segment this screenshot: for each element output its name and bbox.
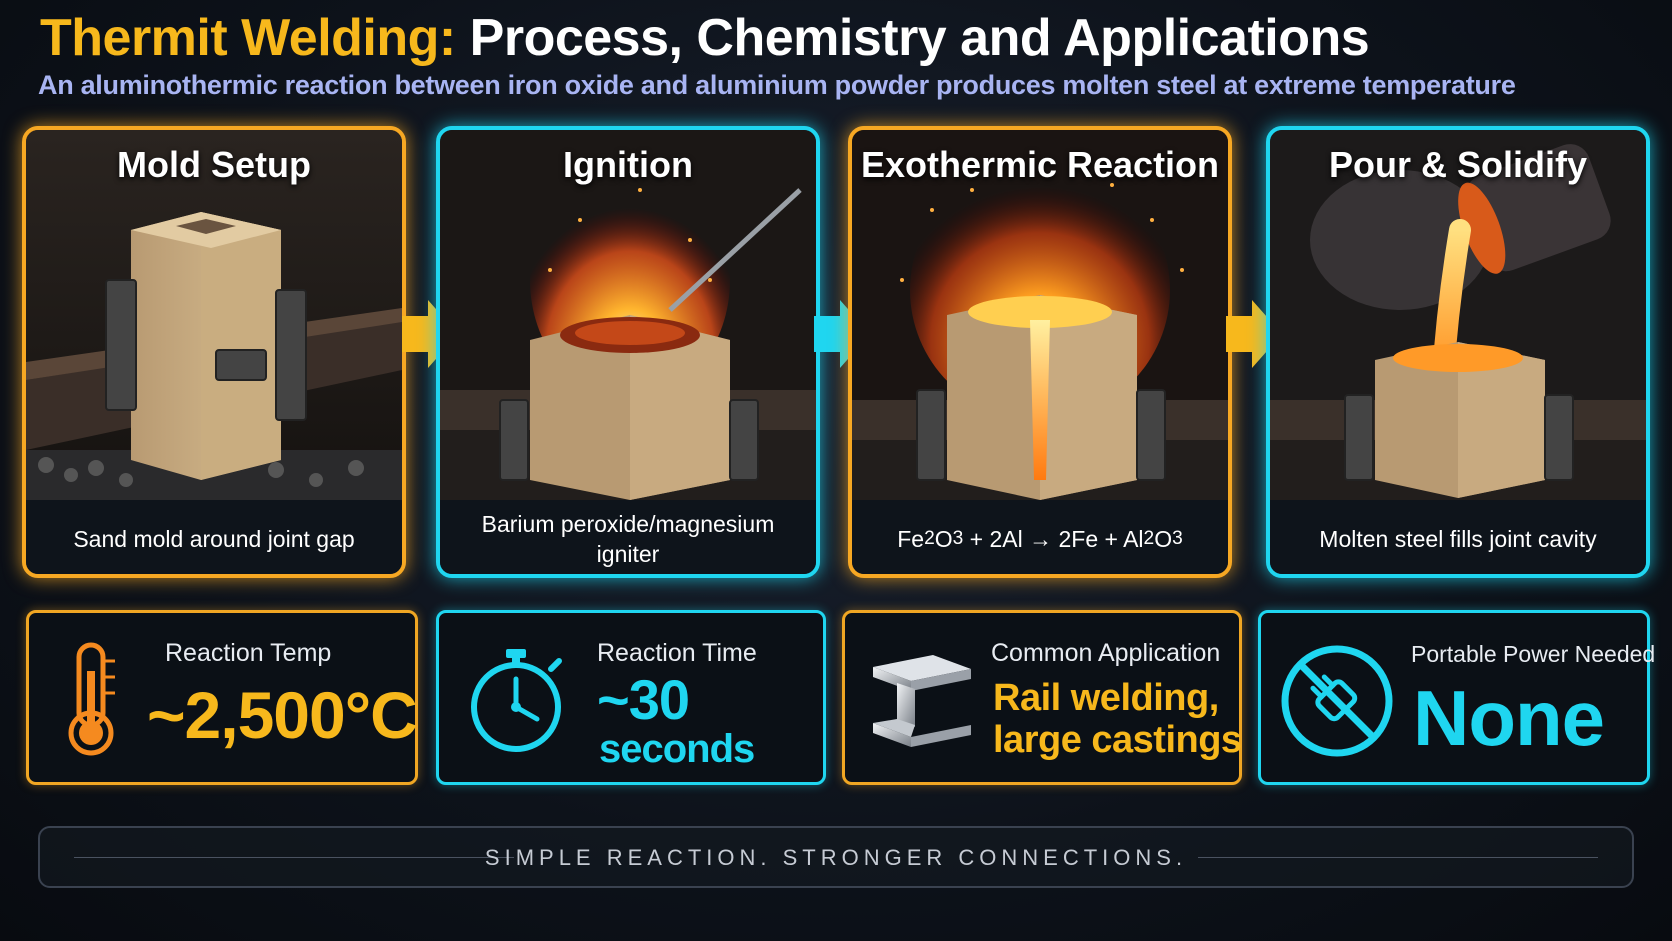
page-subtitle: An aluminothermic reaction between iron … xyxy=(38,70,1516,100)
equation-subscript: 3 xyxy=(952,528,964,549)
footer-banner: SIMPLE REACTION. STRONGER CONNECTIONS. xyxy=(38,826,1634,888)
equation-subscript: 2 xyxy=(1143,528,1155,549)
stopwatch-icon xyxy=(471,649,562,752)
footer-divider-left xyxy=(74,857,514,858)
equation-part: + 2Al → 2Fe + Al xyxy=(963,526,1144,552)
step-caption: Barium peroxide/magnesium igniter xyxy=(440,500,816,574)
stat-label: Common Application xyxy=(991,639,1221,667)
step-card-mold-setup: Mold Setup Sand mold around joint gap xyxy=(22,126,406,578)
arrow-right-icon xyxy=(814,300,870,368)
page-title: Thermit Welding: Process, Chemistry and … xyxy=(40,8,1370,68)
stat-label: Reaction Time xyxy=(597,639,757,667)
no-power-plug-icon xyxy=(1281,645,1393,757)
stat-value-line1: ~30 xyxy=(597,668,690,731)
stat-label: Portable Power Needed xyxy=(1411,641,1656,667)
stat-card-reaction-temp: Reaction Temp ~2,500°C xyxy=(26,610,418,785)
title-rest: Process, Chemistry and Applications xyxy=(455,9,1370,67)
i-beam-icon xyxy=(873,655,971,747)
step-caption: Sand mold around joint gap xyxy=(26,500,402,574)
arrow-right-icon xyxy=(1226,300,1282,368)
step-card-pour-solidify: Pour & Solidify Molten steel fills joint… xyxy=(1266,126,1650,578)
stat-card-reaction-time: Reaction Time ~30 seconds xyxy=(436,610,826,785)
step-card-ignition: Ignition Barium peroxide/magnesium ignit… xyxy=(436,126,820,578)
footer-tagline: SIMPLE REACTION. STRONGER CONNECTIONS. xyxy=(484,845,1188,870)
pour-solidify-illustration xyxy=(1270,130,1646,500)
equation-part: Fe xyxy=(897,526,925,552)
stat-value-line2: large castings xyxy=(993,719,1242,761)
stat-value: None xyxy=(1413,674,1605,762)
exothermic-reaction-illustration xyxy=(852,130,1228,500)
arrow-right-icon xyxy=(402,300,458,368)
ignition-illustration xyxy=(440,130,816,500)
stat-label: Reaction Temp xyxy=(165,639,332,667)
title-accent: Thermit Welding: xyxy=(40,9,456,67)
thermometer-icon xyxy=(68,642,115,756)
step-caption: Molten steel fills joint cavity xyxy=(1270,500,1646,574)
step-title: Pour & Solidify xyxy=(1328,144,1587,185)
stat-value-line2: seconds xyxy=(599,727,755,771)
equation-subscript: 3 xyxy=(1172,528,1183,549)
stat-value-line1: Rail welding, xyxy=(993,677,1219,719)
equation-subscript: 2 xyxy=(924,528,935,549)
stat-value: ~2,500°C xyxy=(147,678,418,752)
equation-part: O xyxy=(1154,526,1173,552)
step-title: Exothermic Reaction xyxy=(860,144,1220,185)
step-title: Ignition xyxy=(563,144,693,185)
footer-divider-right xyxy=(1198,857,1598,858)
equation-part: O xyxy=(934,526,953,552)
stat-card-portable-power: Portable Power Needed None xyxy=(1258,610,1655,785)
step-title: Mold Setup xyxy=(117,144,311,185)
stat-card-common-application: Common Application Rail welding, large c… xyxy=(842,610,1242,785)
mold-setup-illustration xyxy=(26,130,402,500)
